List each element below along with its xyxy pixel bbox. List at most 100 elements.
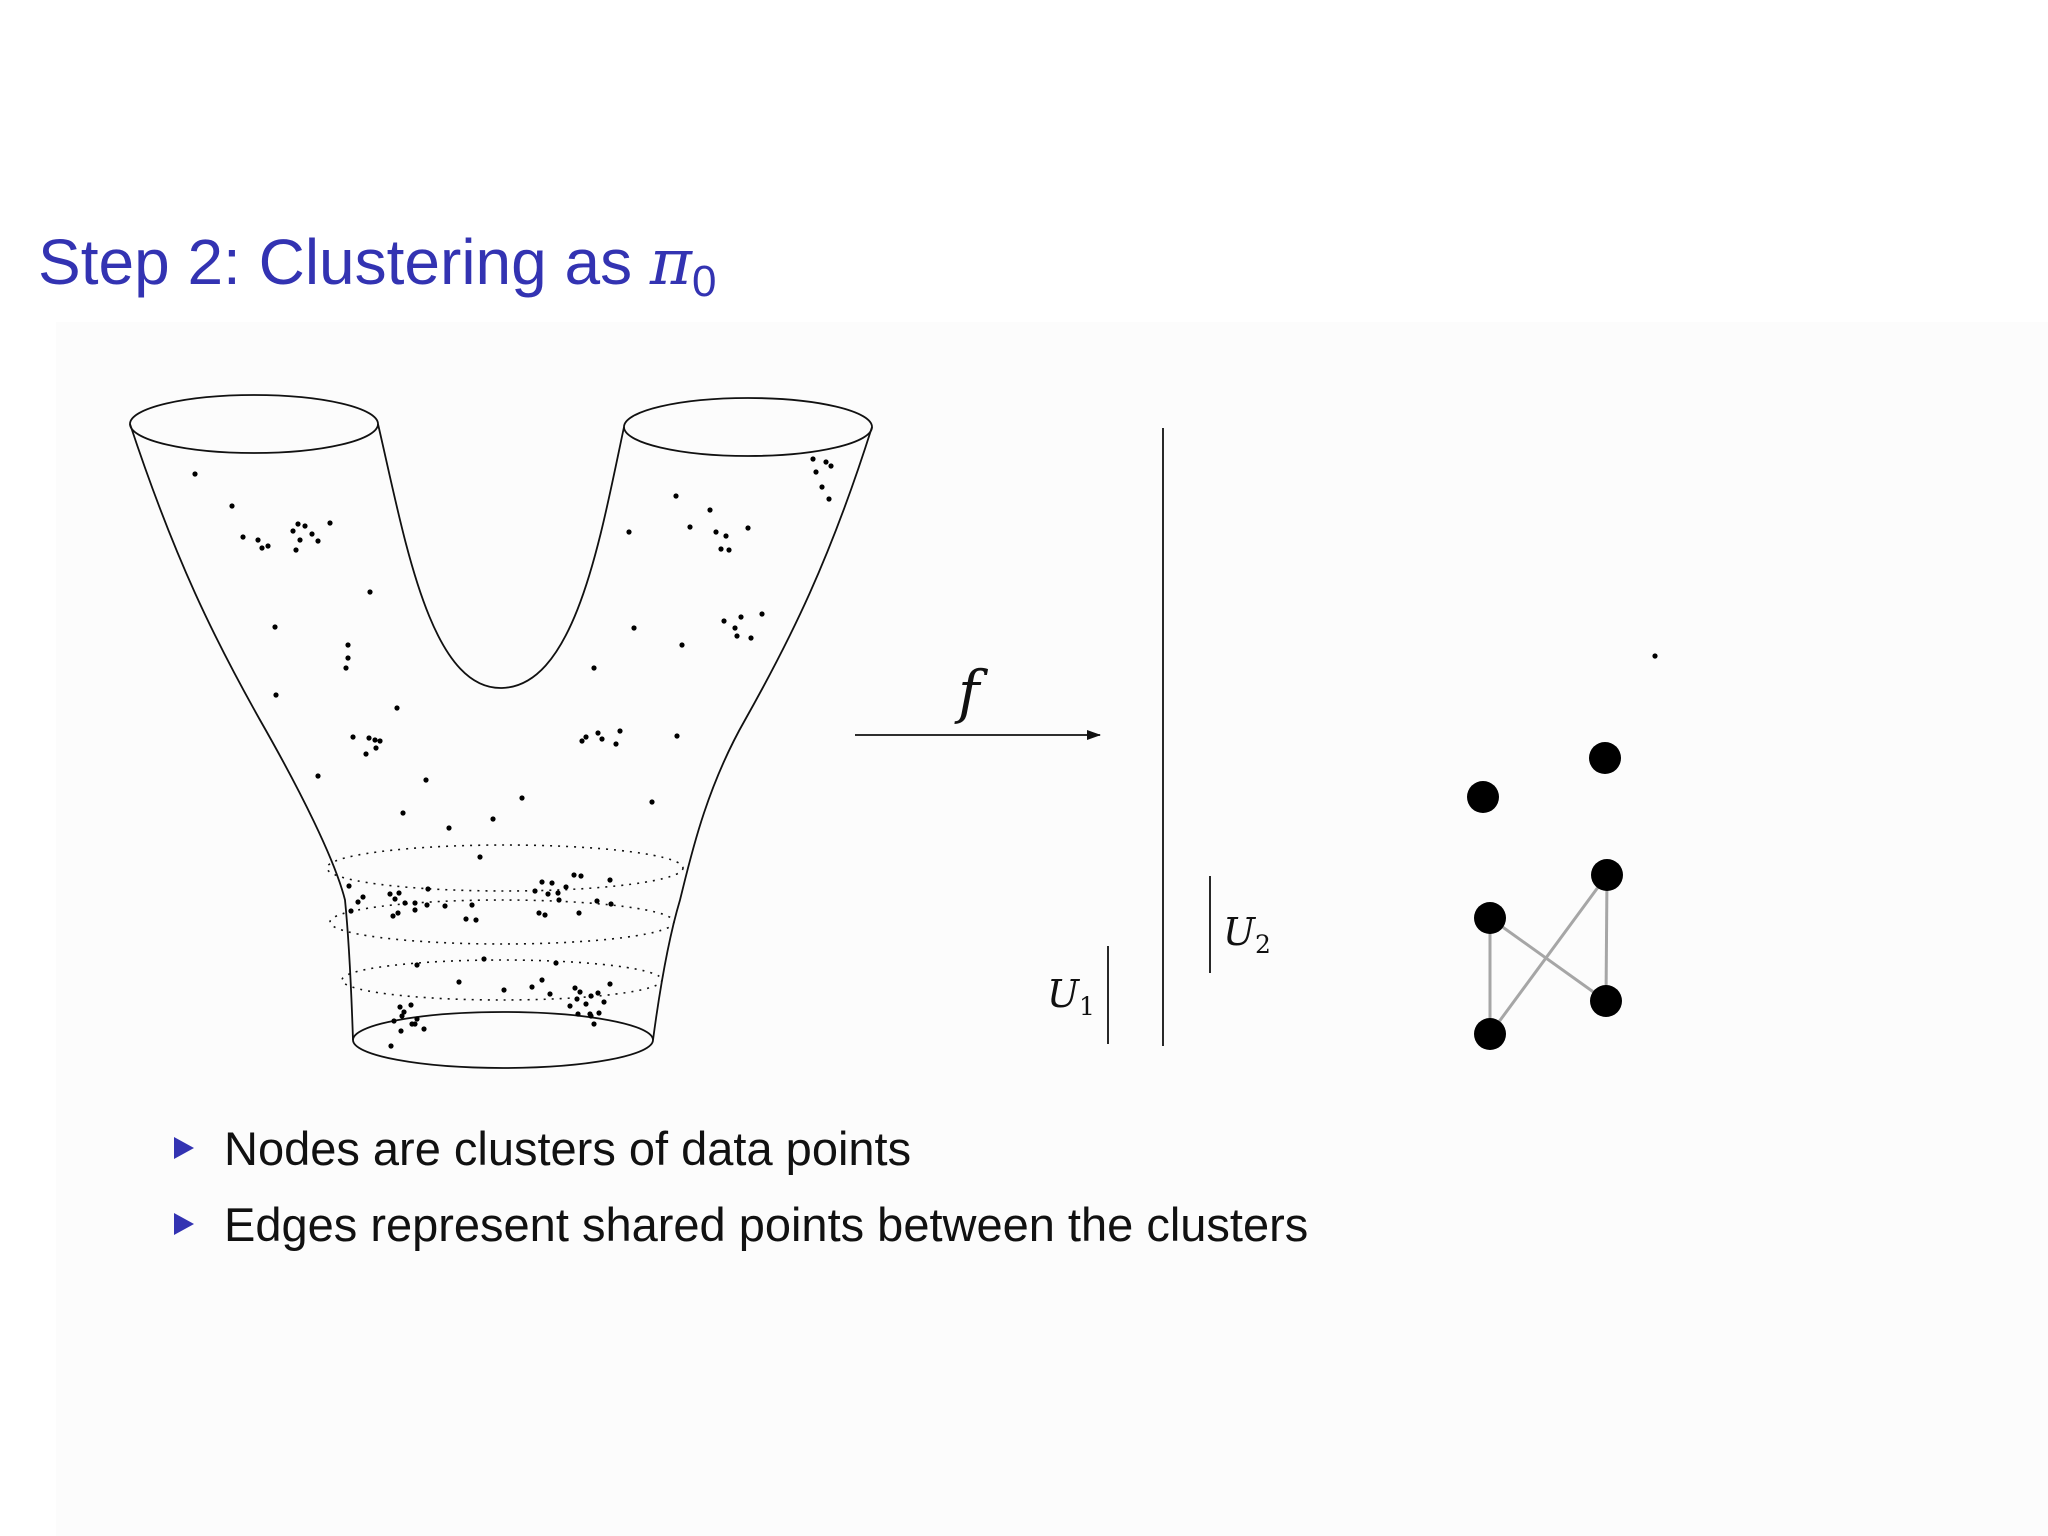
- graph-node: [1474, 902, 1506, 934]
- sample-point: [734, 633, 740, 639]
- sample-point: [553, 960, 559, 966]
- sample-point: [392, 896, 398, 902]
- label-u2: U2: [1223, 910, 1271, 959]
- sample-point: [388, 1043, 394, 1049]
- graph-node: [1591, 859, 1623, 891]
- sample-point: [723, 533, 729, 539]
- sample-point: [707, 507, 713, 513]
- sample-point: [265, 543, 271, 549]
- sample-point: [738, 614, 744, 620]
- graph-node: [1590, 985, 1622, 1017]
- sample-point: [819, 484, 825, 490]
- sample-point: [673, 493, 679, 499]
- sample-point: [587, 1011, 593, 1017]
- graph-nodes: [1467, 742, 1623, 1050]
- sample-point: [348, 908, 354, 914]
- sample-point: [240, 534, 246, 540]
- sample-point: [272, 624, 278, 630]
- sample-point: [463, 916, 469, 922]
- pants-surface: [129, 394, 873, 1069]
- sample-point: [391, 1018, 397, 1024]
- sample-point: [810, 456, 816, 462]
- point-cloud: [192, 456, 1658, 1049]
- label-u1: U1: [1047, 972, 1095, 1021]
- graph-edge: [1488, 874, 1609, 1035]
- sample-point: [591, 665, 597, 671]
- sample-point: [409, 1021, 415, 1027]
- mapper-graph: [1467, 742, 1623, 1050]
- sample-point: [293, 547, 299, 553]
- map-label: f: [954, 658, 989, 726]
- sample-point: [579, 738, 585, 744]
- sample-point: [387, 891, 393, 897]
- sample-point: [813, 469, 819, 475]
- sample-point: [255, 537, 261, 543]
- sample-point: [577, 989, 583, 995]
- left-outer-edge: [129, 423, 354, 1041]
- sample-point: [446, 825, 452, 831]
- sample-point: [599, 736, 605, 742]
- sample-point: [412, 900, 418, 906]
- sample-point: [547, 991, 553, 997]
- sample-point: [367, 589, 373, 595]
- sample-point: [823, 459, 829, 465]
- graph-node: [1474, 1018, 1506, 1050]
- sample-point: [412, 907, 418, 913]
- sample-point: [519, 795, 525, 801]
- sample-point: [574, 996, 580, 1002]
- sample-point: [563, 884, 569, 890]
- sample-point: [477, 854, 483, 860]
- title-math-subscript: 0: [691, 257, 717, 306]
- sample-point: [423, 777, 429, 783]
- title-math-symbol: π: [649, 226, 692, 300]
- sample-point: [327, 520, 333, 526]
- sample-point: [346, 883, 352, 889]
- sample-point: [372, 737, 378, 743]
- title-text: Step 2: Clustering as: [38, 226, 650, 298]
- sample-point: [401, 1009, 407, 1015]
- bullet-text: Nodes are clusters of data points: [224, 1121, 912, 1175]
- sample-point: [421, 1026, 427, 1032]
- sample-point: [608, 901, 614, 907]
- right-top-opening: [623, 397, 873, 457]
- sample-point: [539, 879, 545, 885]
- slice-middle: [329, 899, 675, 945]
- sample-point: [469, 902, 475, 908]
- sample-point: [273, 692, 279, 698]
- bullet-item: Nodes are clusters of data points: [174, 1110, 1308, 1186]
- sample-point: [1652, 653, 1658, 659]
- sample-point: [596, 1010, 602, 1016]
- sample-point: [748, 635, 754, 641]
- sample-point: [408, 1002, 414, 1008]
- content-panel: [56, 322, 2048, 1536]
- sample-point: [414, 962, 420, 968]
- sample-point: [345, 642, 351, 648]
- sample-point: [395, 910, 401, 916]
- slide-title: Step 2: Clustering as π0: [38, 222, 717, 306]
- sample-point: [595, 730, 601, 736]
- sample-point: [545, 891, 551, 897]
- sample-point: [529, 984, 535, 990]
- sample-point: [363, 751, 369, 757]
- sample-point: [315, 773, 321, 779]
- sample-point: [607, 981, 613, 987]
- sample-point: [576, 910, 582, 916]
- sample-point: [425, 886, 431, 892]
- crotch-edge: [377, 423, 625, 689]
- sample-point: [366, 735, 372, 741]
- sample-point: [583, 734, 589, 740]
- sample-point: [360, 894, 366, 900]
- left-top-opening: [129, 394, 379, 454]
- sample-point: [571, 872, 577, 878]
- sample-point: [532, 888, 538, 894]
- sample-point: [490, 816, 496, 822]
- sample-point: [259, 545, 265, 551]
- sample-point: [343, 665, 349, 671]
- sample-point: [398, 1028, 404, 1034]
- sample-point: [578, 873, 584, 879]
- sample-point: [290, 528, 296, 534]
- sample-point: [591, 1021, 597, 1027]
- sample-point: [726, 547, 732, 553]
